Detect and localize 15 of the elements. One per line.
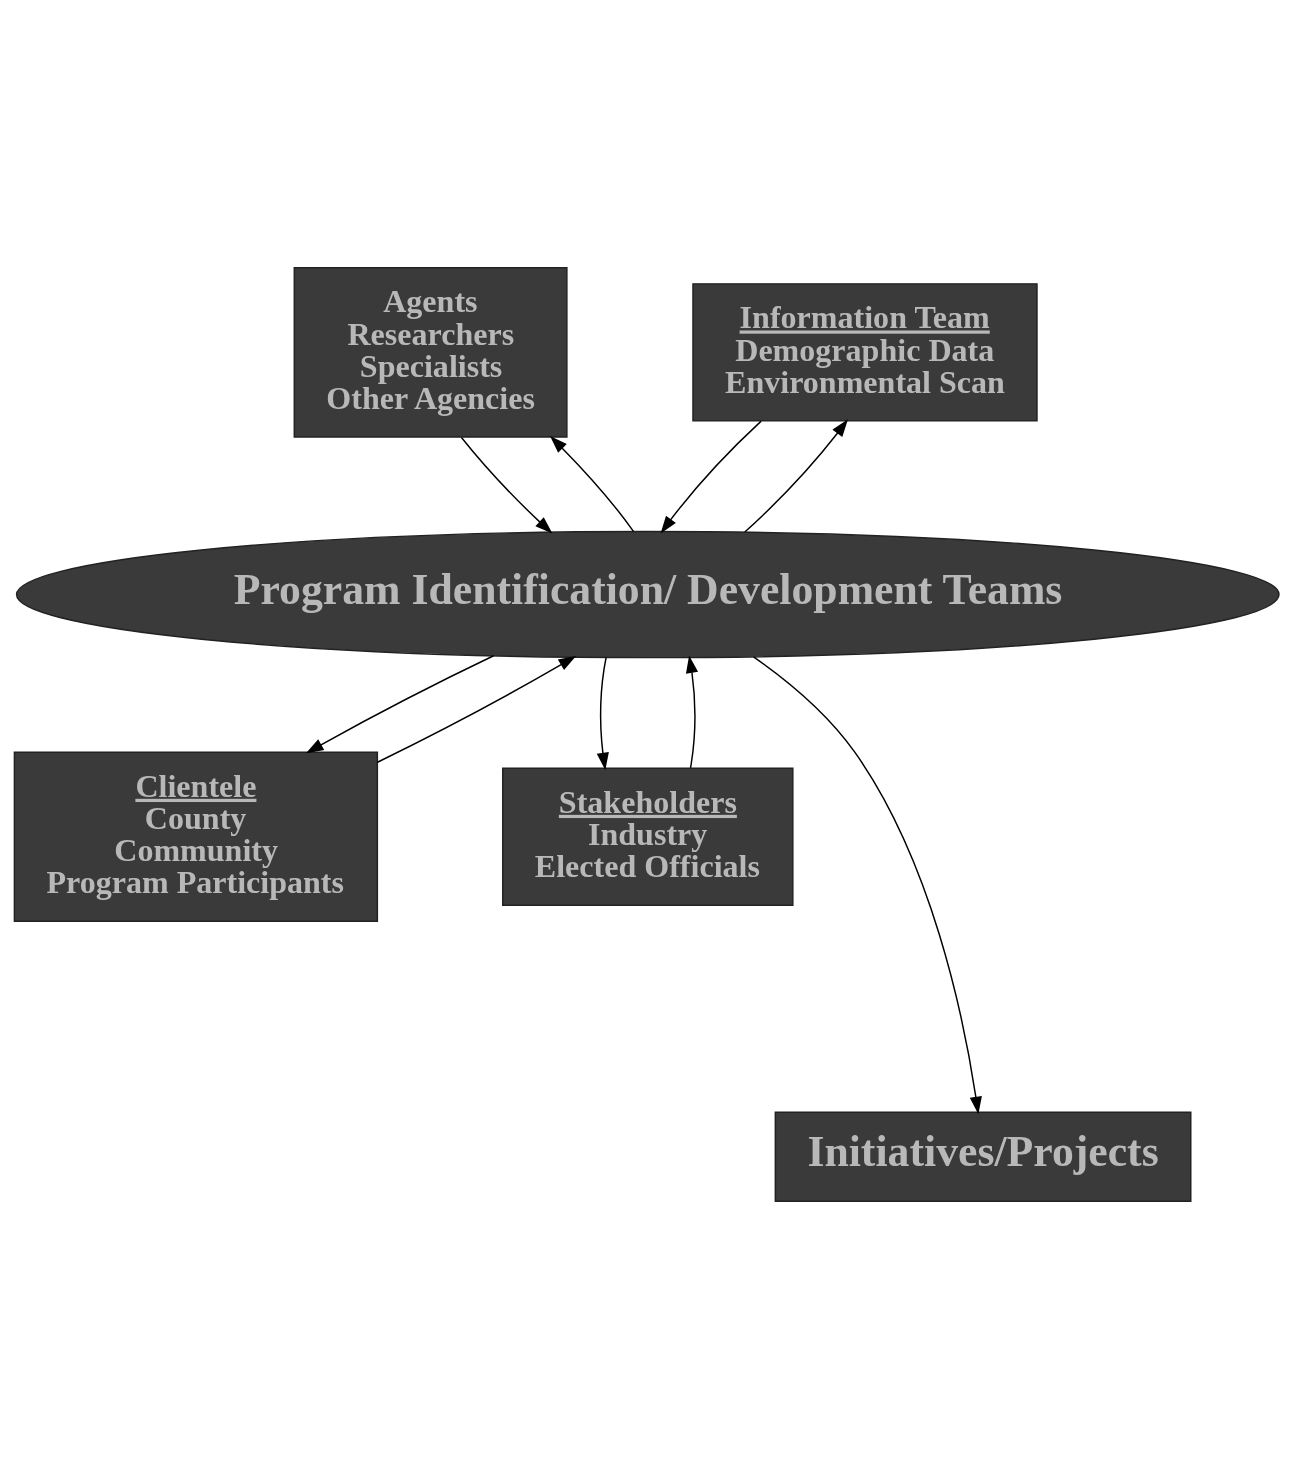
arrow: [550, 435, 635, 532]
arrow: [685, 654, 699, 769]
arrow: [460, 436, 553, 534]
arrow: [752, 655, 982, 1114]
node-box: Agents Researchers Specialists Other Agencies: [293, 266, 568, 438]
node-ellipse: Program Identification/ Development Teams: [15, 530, 1280, 658]
node-box: Initiatives/Projects: [774, 1111, 1192, 1202]
arrow: [305, 654, 495, 753]
arrow: [660, 419, 762, 533]
node-box: Information Team Demographic Data Environmental Scan: [692, 282, 1038, 422]
arrow: [596, 656, 609, 770]
node-box: Stakeholders Industry Elected Officials: [502, 767, 794, 906]
arrow: [376, 655, 577, 763]
node-box: Clientele County Community Program Participants: [13, 750, 379, 922]
arrow: [744, 418, 848, 533]
